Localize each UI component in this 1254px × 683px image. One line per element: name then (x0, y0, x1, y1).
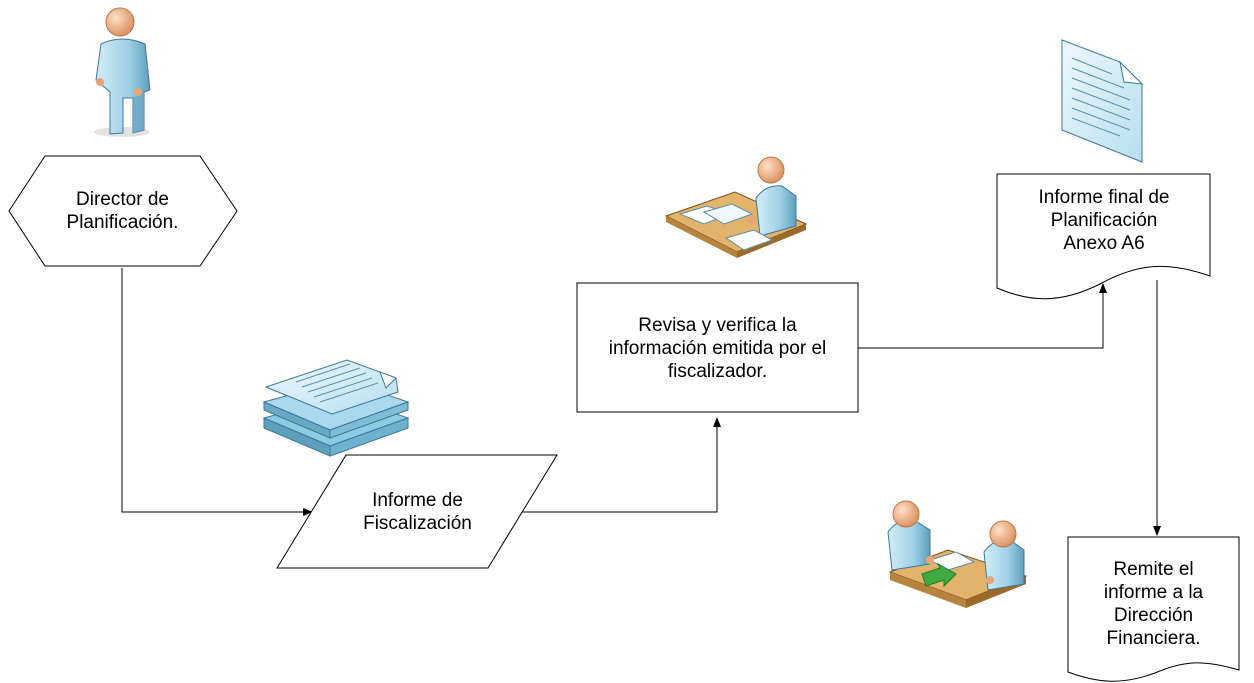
remite-document-shape (1067, 536, 1240, 682)
revisa-process-box (576, 282, 859, 413)
person-icon (94, 7, 151, 137)
connectors (121, 268, 1161, 536)
desk-reviewer-icon (664, 156, 808, 258)
remite-label: Remite el informe a la Dirección Financi… (1103, 559, 1204, 649)
revisa-label: Revisa y verifica la información emitida… (608, 314, 827, 382)
connector-informe-to-revisa (503, 417, 721, 513)
meeting-handoff-icon (887, 500, 1028, 608)
multiple-documents-icon (262, 359, 410, 457)
connector-director-to-informe (121, 268, 313, 516)
informe-fiscalizacion-parallelogram (276, 454, 558, 569)
connector-revisa-to-informe-final (858, 283, 1107, 349)
director-label: Director de Planificación. (66, 189, 179, 233)
informe-final-document-shape (996, 173, 1211, 300)
director-hexagon (8, 155, 238, 267)
informe-final-label: Informe final de Planificación Anexo A6 (1038, 186, 1170, 254)
document-icon (1061, 39, 1144, 163)
informe-fiscalizacion-label: Informe de Fiscalización (363, 490, 472, 534)
